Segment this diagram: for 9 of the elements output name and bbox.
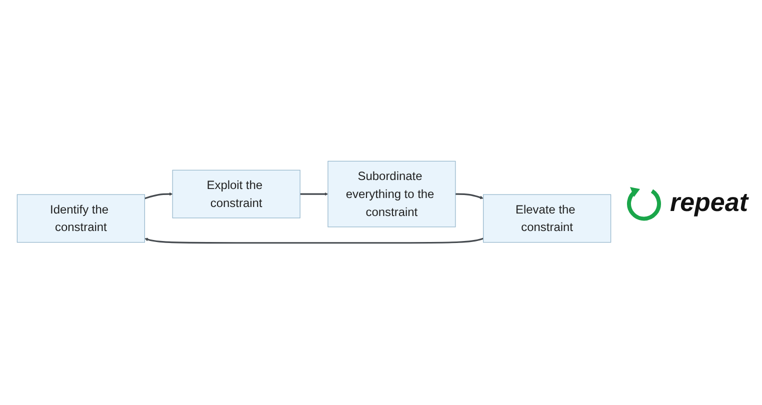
- arrow: [144, 192, 173, 200]
- arrow: [300, 192, 328, 196]
- node-box: Exploit the constraint: [172, 170, 300, 219]
- repeat-label: repeat: [670, 187, 748, 218]
- arrow: [144, 238, 484, 244]
- node-box: Identify the constraint: [16, 194, 145, 244]
- node-box: Elevate the constraint: [483, 194, 612, 244]
- node-box: Subordinate everything to the constraint: [328, 161, 456, 228]
- arrow: [455, 194, 484, 200]
